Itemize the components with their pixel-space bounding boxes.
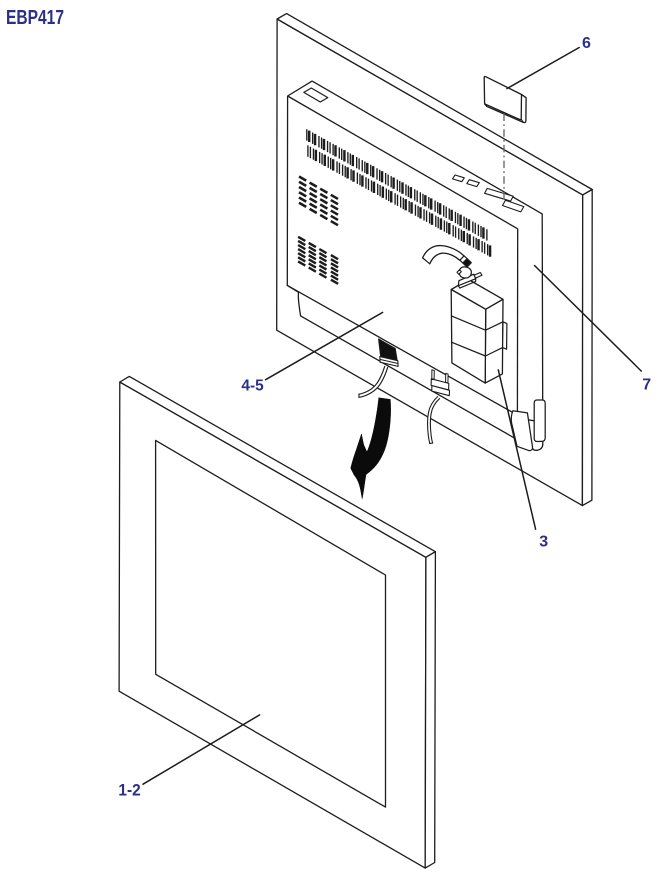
svg-text:4-5: 4-5 [241,378,264,395]
svg-text:1-2: 1-2 [118,781,140,800]
svg-text:EBP417: EBP417 [6,7,64,29]
svg-text:7: 7 [642,376,651,393]
svg-text:6: 6 [582,35,591,52]
svg-text:3: 3 [539,533,548,550]
